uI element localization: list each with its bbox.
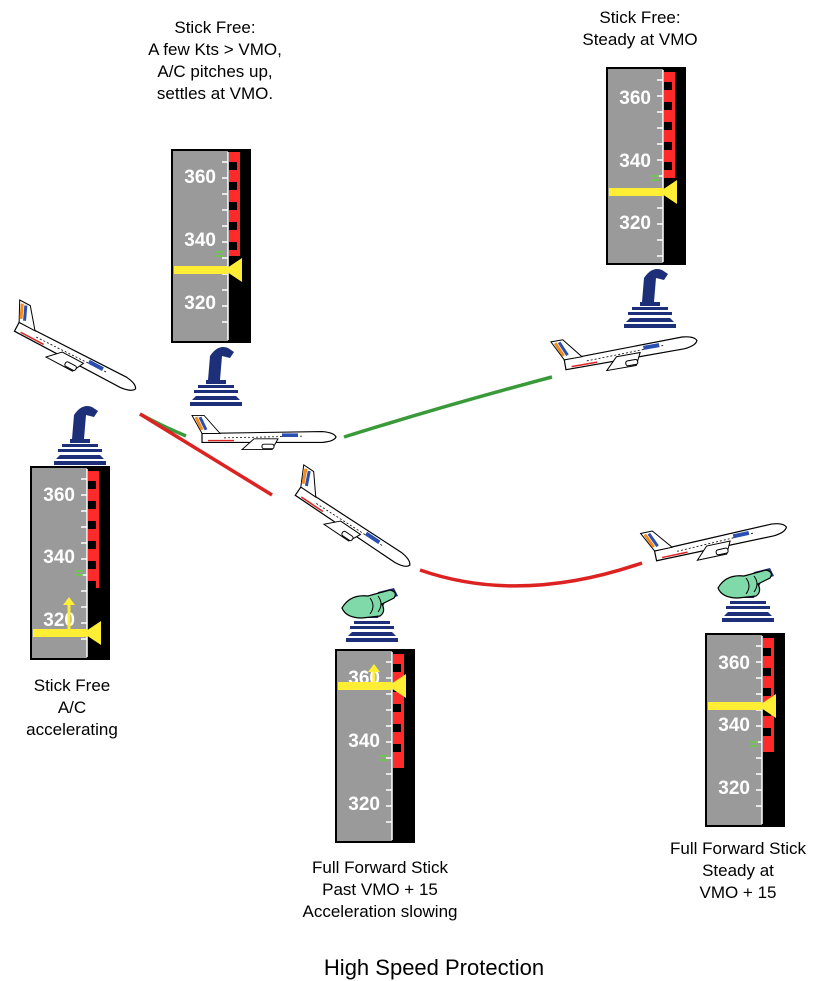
barber-pole-segment bbox=[229, 202, 237, 210]
tape-label-320: 320 bbox=[184, 293, 216, 314]
barber-pole-segment bbox=[88, 501, 96, 509]
vmo-barber-pole bbox=[88, 471, 99, 588]
tape-label-320: 320 bbox=[43, 610, 75, 631]
speed-pointer-triangle bbox=[659, 180, 677, 204]
barber-pole-segment bbox=[393, 704, 401, 712]
caption-steady-vmo15: VMO + 15 bbox=[699, 883, 776, 902]
trend-arrow-head bbox=[63, 597, 75, 605]
barber-pole-segment bbox=[393, 664, 401, 672]
aircraft-icon bbox=[639, 502, 791, 573]
barber-pole-segment bbox=[763, 688, 771, 696]
barber-pole-segment bbox=[664, 142, 672, 150]
barber-pole-segment bbox=[88, 561, 96, 569]
sidestick-neutral-icon bbox=[190, 347, 242, 406]
caption-accelerating: A/C bbox=[58, 698, 86, 717]
tape-label-360: 360 bbox=[718, 653, 750, 674]
barber-pole-segment bbox=[88, 521, 96, 529]
sidestick-hand-icon bbox=[341, 587, 399, 643]
tape-label-340: 340 bbox=[184, 230, 216, 251]
speed-tape-steady-vmo: 360 340 320 bbox=[606, 67, 686, 265]
barber-pole-segment bbox=[763, 668, 771, 676]
tape-label-320: 320 bbox=[718, 778, 750, 799]
caption-steady-vmo: Steady at VMO bbox=[582, 30, 697, 49]
caption-pitches-up: settles at VMO. bbox=[157, 84, 273, 103]
tape-label-340: 340 bbox=[619, 151, 651, 172]
speed-tape-steady-vmo15: 360 340 320 bbox=[705, 633, 785, 827]
aircraft-icon bbox=[280, 463, 425, 579]
barber-pole-segment bbox=[664, 162, 672, 170]
speed-tape-pitches-up: 360 340 320 bbox=[171, 149, 251, 343]
barber-pole-segment bbox=[664, 122, 672, 130]
tape-label-320: 320 bbox=[348, 794, 380, 815]
caption-pitches-up: Stick Free: bbox=[174, 18, 255, 37]
tape-label-360: 360 bbox=[619, 88, 651, 109]
speed-pointer-triangle bbox=[83, 621, 101, 645]
caption-past-vmo15: Acceleration slowing bbox=[303, 902, 458, 921]
speed-tapes: 3603403203603403203603403203603403203603… bbox=[30, 67, 785, 843]
speed-pointer bbox=[174, 266, 228, 274]
speed-pointer bbox=[708, 702, 762, 710]
full-forward-flight-path bbox=[139, 412, 643, 588]
caption-past-vmo15: Full Forward Stick bbox=[312, 858, 449, 877]
barber-pole-segment bbox=[393, 744, 401, 752]
aircraft-icon bbox=[190, 413, 338, 452]
tape-label-340: 340 bbox=[43, 547, 75, 568]
caption-pitches-up: A few Kts > VMO, bbox=[148, 40, 282, 59]
tape-label-360: 360 bbox=[184, 167, 216, 188]
tape-label-340: 340 bbox=[718, 715, 750, 736]
caption-pitches-up: A/C pitches up, bbox=[157, 62, 272, 81]
speed-pointer-triangle bbox=[224, 258, 242, 282]
caption-past-vmo15: Past VMO + 15 bbox=[322, 880, 438, 899]
tape-label-340: 340 bbox=[348, 731, 380, 752]
speed-pointer-triangle bbox=[388, 674, 406, 698]
barber-pole-segment bbox=[763, 648, 771, 656]
barber-pole-segment bbox=[88, 541, 96, 549]
aircraft-icon bbox=[0, 298, 149, 403]
barber-pole-segment bbox=[664, 102, 672, 110]
speed-tape-accelerating: 360 340 320 bbox=[30, 466, 110, 660]
barber-pole-segment bbox=[229, 162, 237, 170]
barber-pole-segment bbox=[393, 724, 401, 732]
barber-pole-segment bbox=[664, 82, 672, 90]
caption-accelerating: Stick Free bbox=[34, 676, 111, 695]
tape-label-320: 320 bbox=[619, 213, 651, 234]
diagram-title: High Speed Protection bbox=[324, 955, 544, 980]
sidestick-neutral-icon bbox=[624, 269, 676, 328]
tape-label-360: 360 bbox=[43, 485, 75, 506]
sidestick-hand-icon bbox=[717, 567, 775, 623]
barber-pole-segment bbox=[88, 581, 96, 589]
caption-steady-vmo15: Steady at bbox=[702, 861, 774, 880]
barber-pole-segment bbox=[229, 182, 237, 190]
caption-accelerating: accelerating bbox=[26, 720, 118, 739]
barber-pole-segment bbox=[763, 728, 771, 736]
trend-arrow-head bbox=[368, 664, 380, 672]
caption-steady-vmo15: Full Forward Stick bbox=[670, 839, 807, 858]
barber-pole-segment bbox=[229, 242, 237, 250]
barber-pole-segment bbox=[88, 481, 96, 489]
barber-pole-segment bbox=[229, 222, 237, 230]
speed-pointer bbox=[338, 682, 392, 690]
speed-pointer bbox=[33, 629, 87, 637]
caption-steady-vmo: Stick Free: bbox=[599, 8, 680, 27]
sidestick-neutral-icon bbox=[54, 406, 106, 465]
speed-pointer bbox=[609, 188, 663, 196]
speed-pointer-triangle bbox=[758, 694, 776, 718]
